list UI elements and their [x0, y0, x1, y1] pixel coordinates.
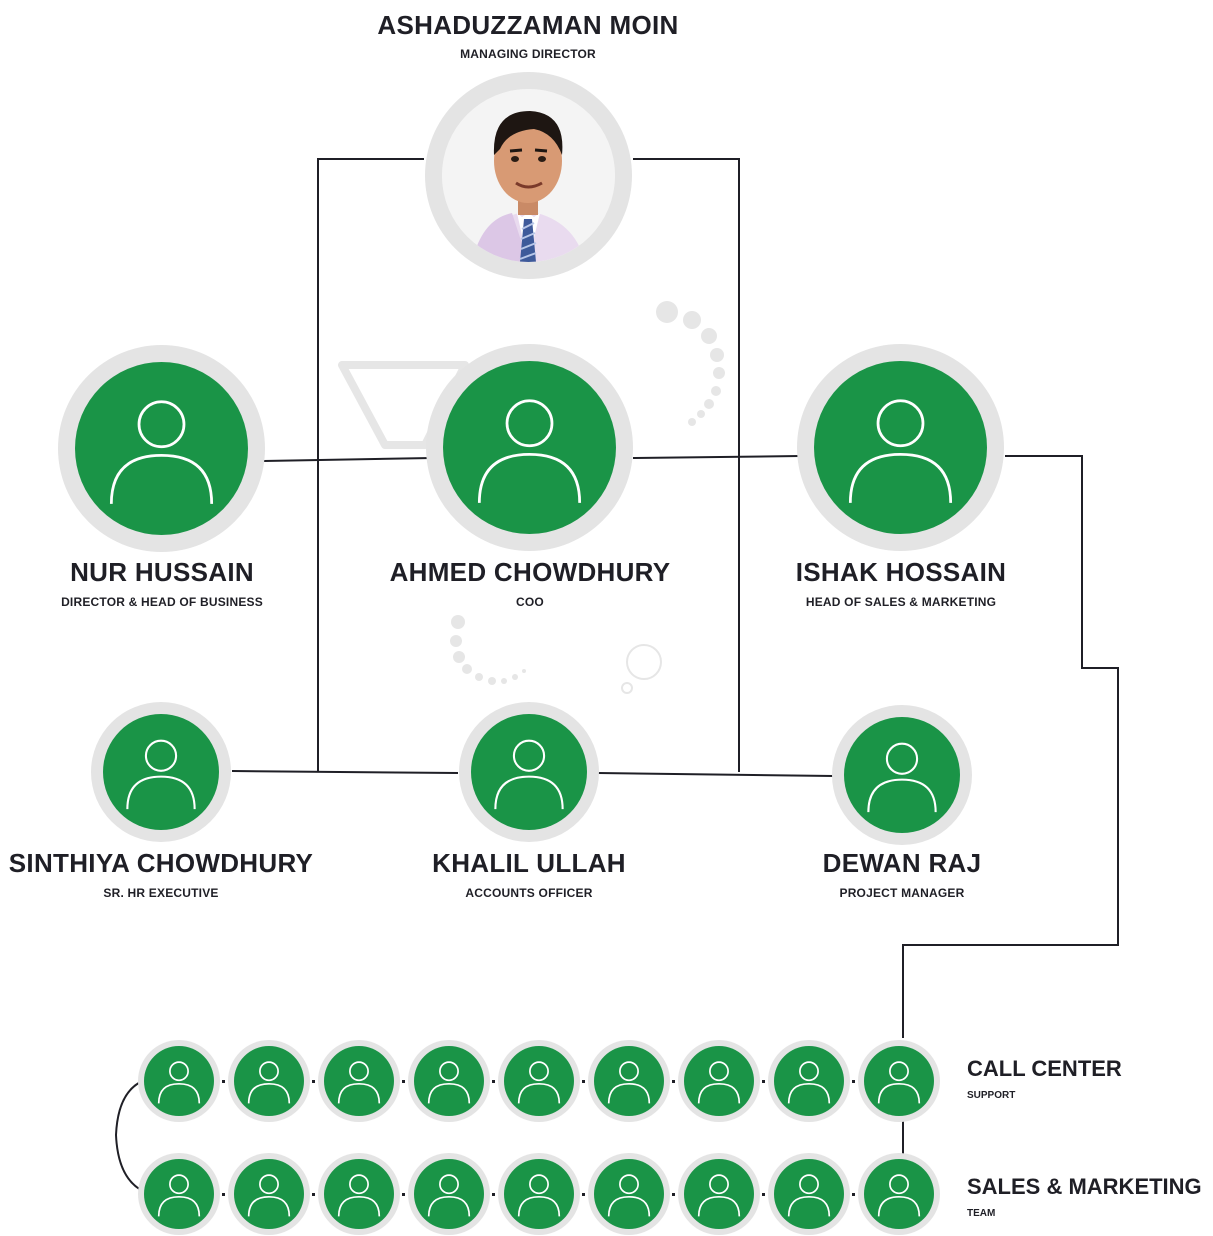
call-center-member[interactable]: [588, 1040, 670, 1122]
person-icon: [157, 1061, 201, 1104]
md-role: MANAGING DIRECTOR: [460, 47, 596, 61]
dewan-raj-role: PROJECT MANAGER: [839, 886, 965, 900]
call-center-member[interactable]: [138, 1040, 220, 1122]
khalil-ullah-avatar[interactable]: [459, 702, 599, 842]
sales-marketing-member[interactable]: [858, 1153, 940, 1235]
ahmed-chowdhury-role: COO: [516, 595, 544, 609]
sales-marketing-sub: TEAM: [967, 1208, 996, 1219]
dewan-raj-name: DEWAN RAJ: [822, 848, 982, 878]
background-decoration: [338, 361, 662, 694]
person-icon: [787, 1061, 831, 1104]
person-icon: [697, 1174, 741, 1217]
member-link-dot: [672, 1193, 675, 1196]
call-center-member[interactable]: [858, 1040, 940, 1122]
member-link-dot: [852, 1193, 855, 1196]
person-icon: [867, 742, 937, 813]
person-icon: [109, 400, 214, 504]
portrait-illustration: [442, 89, 615, 262]
person-icon: [517, 1174, 561, 1217]
sales-marketing-member[interactable]: [318, 1153, 400, 1235]
sales-marketing-member[interactable]: [588, 1153, 670, 1235]
org-connectors: [114, 158, 1119, 1193]
ishak-hossain-role: HEAD OF SALES & MARKETING: [805, 595, 997, 609]
khalil-ullah-name: KHALIL ULLAH: [432, 848, 626, 878]
sales-marketing-member[interactable]: [498, 1153, 580, 1235]
decorative-dots: [450, 301, 725, 685]
member-link-dot: [762, 1193, 765, 1196]
call-center-member[interactable]: [408, 1040, 490, 1122]
person-icon: [427, 1061, 471, 1104]
person-icon: [607, 1061, 651, 1104]
ahmed-chowdhury-avatar[interactable]: [426, 344, 633, 551]
person-icon: [247, 1061, 291, 1104]
member-link-dot: [492, 1080, 495, 1083]
sinthiya-chowdhury-avatar[interactable]: [91, 702, 231, 842]
khalil-ullah-role: ACCOUNTS OFFICER: [465, 886, 593, 900]
sales-marketing-member[interactable]: [768, 1153, 850, 1235]
person-icon: [877, 1061, 921, 1104]
call-center-member[interactable]: [498, 1040, 580, 1122]
person-icon: [848, 399, 953, 503]
sales-marketing-member[interactable]: [408, 1153, 490, 1235]
person-icon: [337, 1174, 381, 1217]
person-icon: [494, 739, 564, 810]
md-avatar[interactable]: [425, 72, 632, 279]
person-icon: [157, 1174, 201, 1217]
person-icon: [337, 1061, 381, 1104]
sales-marketing-member[interactable]: [678, 1153, 760, 1235]
member-link-dot: [312, 1193, 315, 1196]
member-link-dot: [672, 1080, 675, 1083]
person-icon: [247, 1174, 291, 1217]
md-name: ASHADUZZAMAN MOIN: [377, 10, 679, 40]
person-icon: [126, 739, 196, 810]
person-icon: [787, 1174, 831, 1217]
sinthiya-chowdhury-name: SINTHIYA CHOWDHURY: [8, 848, 314, 878]
person-icon: [877, 1174, 921, 1217]
ishak-hossain-name: ISHAK HOSSAIN: [795, 557, 1007, 587]
portrait-photo: [442, 89, 615, 262]
ahmed-chowdhury-name: AHMED CHOWDHURY: [389, 557, 671, 587]
person-icon: [517, 1061, 561, 1104]
call-center-member[interactable]: [228, 1040, 310, 1122]
call-center-member[interactable]: [678, 1040, 760, 1122]
member-link-dot: [852, 1080, 855, 1083]
member-link-dot: [402, 1080, 405, 1083]
person-icon: [477, 399, 582, 503]
member-link-dot: [312, 1080, 315, 1083]
member-link-dot: [222, 1193, 225, 1196]
member-link-dot: [402, 1193, 405, 1196]
person-icon: [697, 1061, 741, 1104]
call-center-sub: SUPPORT: [967, 1090, 1016, 1101]
member-link-dot: [582, 1080, 585, 1083]
call-center-label: CALL CENTER: [967, 1056, 1122, 1081]
member-link-dot: [582, 1193, 585, 1196]
member-link-dot: [762, 1080, 765, 1083]
dewan-raj-avatar[interactable]: [832, 705, 972, 845]
member-link-dot: [492, 1193, 495, 1196]
sales-marketing-member[interactable]: [138, 1153, 220, 1235]
sales-marketing-member[interactable]: [228, 1153, 310, 1235]
sales-marketing-label: SALES & MARKETING: [967, 1174, 1202, 1199]
ishak-hossain-avatar[interactable]: [797, 344, 1004, 551]
call-center-member[interactable]: [318, 1040, 400, 1122]
person-icon: [427, 1174, 471, 1217]
nur-hussain-name: NUR HUSSAIN: [70, 557, 254, 587]
sinthiya-chowdhury-role: SR. HR EXECUTIVE: [103, 886, 219, 900]
person-icon: [607, 1174, 651, 1217]
member-link-dot: [222, 1080, 225, 1083]
call-center-member[interactable]: [768, 1040, 850, 1122]
nur-hussain-role: DIRECTOR & HEAD OF BUSINESS: [61, 595, 263, 609]
nur-hussain-avatar[interactable]: [58, 345, 265, 552]
